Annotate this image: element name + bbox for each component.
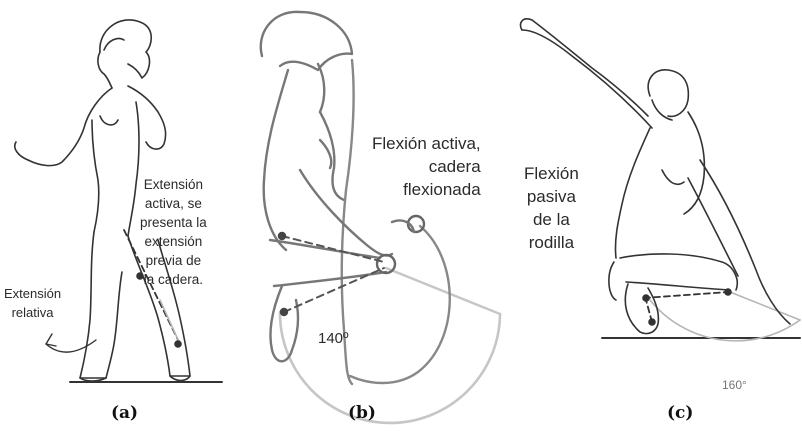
panel-b-angle-arc xyxy=(280,312,500,423)
passive-flexion-line-1: Flexión xyxy=(524,162,579,185)
active-extension-line-1: Extensión xyxy=(140,175,207,194)
active-flexion-label: Flexión activa, cadera flexionada xyxy=(372,132,481,201)
panel-b-figure xyxy=(261,12,500,423)
active-extension-label: Extensión activa, se presenta la extensi… xyxy=(140,175,207,289)
passive-flexion-line-2: pasiva xyxy=(524,185,579,208)
angle-160-label: 160° xyxy=(722,378,747,392)
active-extension-line-2: activa, se xyxy=(140,194,207,213)
panel-c-angle-arc xyxy=(650,300,800,341)
active-extension-line-5: previa de xyxy=(140,251,207,270)
passive-flexion-line-4: rodilla xyxy=(524,231,579,254)
caption-b: (b) xyxy=(348,403,376,423)
active-extension-line-4: extensión xyxy=(140,232,207,251)
caption-c: (c) xyxy=(667,403,693,423)
relative-extension-label: Extensión relativa xyxy=(4,284,61,322)
angle-140-label: 140º xyxy=(318,330,349,347)
caption-a: (a) xyxy=(111,403,138,423)
passive-flexion-line-3: de la xyxy=(524,208,579,231)
active-flexion-line-3: flexionada xyxy=(372,178,481,201)
active-extension-line-3: presenta la xyxy=(140,213,207,232)
passive-flexion-label: Flexión pasiva de la rodilla xyxy=(524,162,579,254)
relative-extension-line-2: relativa xyxy=(4,303,61,322)
active-flexion-line-2: cadera xyxy=(372,155,481,178)
relative-extension-line-1: Extensión xyxy=(4,284,61,303)
active-extension-line-6: la cadera. xyxy=(140,270,207,289)
active-flexion-line-1: Flexión activa, xyxy=(372,132,481,155)
